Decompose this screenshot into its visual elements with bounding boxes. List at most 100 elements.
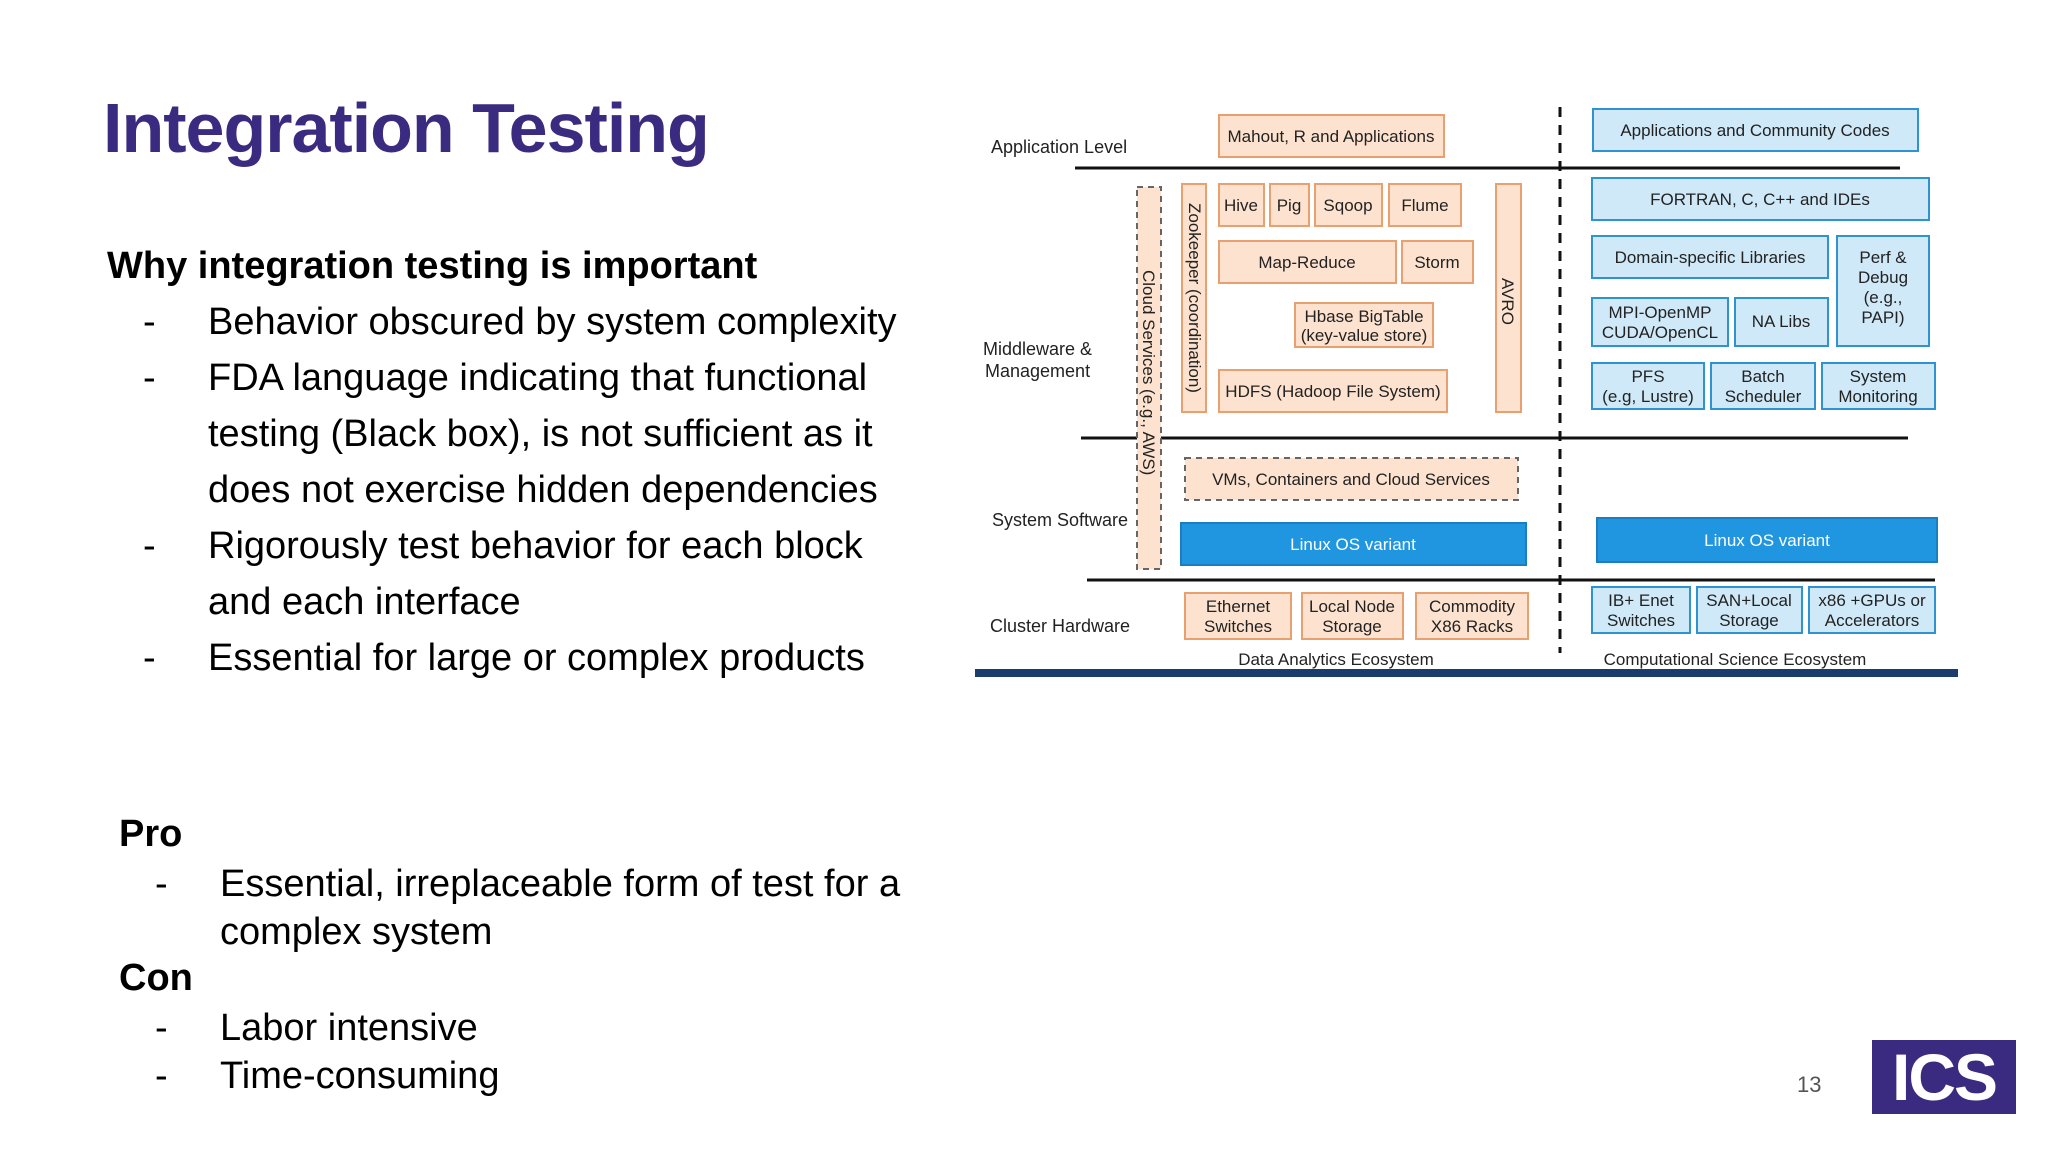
mapreduce-box <box>1218 240 1397 284</box>
perf-debug-box <box>1836 235 1930 347</box>
hbase-box <box>1294 302 1434 348</box>
box-label: Cloud Services (e.g., AWS) <box>1139 270 1158 475</box>
commodity-box <box>1415 592 1529 640</box>
bullet-text: Rigorously test behavior for each block … <box>208 525 863 623</box>
hive-box <box>1218 183 1265 227</box>
bullet-text: Time-consuming <box>220 1055 500 1097</box>
box-label: Pig <box>1277 196 1302 215</box>
level-label: Middleware & <box>983 339 1092 359</box>
box-label: Debug <box>1858 268 1908 287</box>
level-label: Cluster Hardware <box>990 616 1130 636</box>
list-item: -Rigorously test behavior for each block… <box>143 525 863 623</box>
box-label: Storm <box>1414 253 1459 272</box>
box-label: Commodity <box>1429 597 1515 616</box>
x86-gpus-box <box>1808 586 1936 634</box>
box-label: Ethernet <box>1206 597 1271 616</box>
con-heading: Con <box>119 957 193 999</box>
box-label: Zookeeper (coordination) <box>1185 203 1204 393</box>
box-label: Switches <box>1607 611 1675 630</box>
box-label: Hbase BigTable <box>1304 307 1423 326</box>
box-label: Linux OS variant <box>1704 531 1830 550</box>
why-heading: Why integration testing is important <box>107 245 758 287</box>
box-label: Flume <box>1401 196 1448 215</box>
system-monitoring-box <box>1821 362 1936 410</box>
box-label: Mahout, R and Applications <box>1228 127 1435 146</box>
list-item: -Time-consuming <box>155 1055 500 1097</box>
level-label: Management <box>985 361 1090 381</box>
bullet-text: Essential, irreplaceable form of test fo… <box>220 863 901 953</box>
box-label: Applications and Community Codes <box>1620 121 1889 140</box>
sqoop-box <box>1314 183 1383 227</box>
box-label: (key-value store) <box>1301 326 1428 345</box>
bullet-text: Essential for large or complex products <box>208 637 865 679</box>
pro-heading: Pro <box>119 813 183 855</box>
level-label: Application Level <box>991 137 1127 157</box>
box-label: SAN+Local <box>1706 591 1792 610</box>
box-label: Monitoring <box>1838 387 1917 406</box>
pfs-box <box>1591 362 1705 410</box>
ib-enet-box <box>1591 586 1691 634</box>
con-bullet-list: -Labor intensive -Time-consuming <box>115 1004 935 1100</box>
why-bullet-list: -Behavior obscured by system complexity … <box>103 294 923 686</box>
fortran-box <box>1591 177 1930 221</box>
box-label: Scheduler <box>1725 387 1802 406</box>
architecture-diagram: .o { fill:#fde3cf; stroke:#e8a070; strok… <box>975 107 1958 677</box>
box-label: (e.g., <box>1864 288 1903 307</box>
box-label: Domain-specific Libraries <box>1615 248 1806 267</box>
avro-box <box>1495 183 1522 413</box>
pro-bullet-list: -Essential, irreplaceable form of test f… <box>115 860 935 956</box>
linux-left-box <box>1180 522 1527 566</box>
footer-label: Computational Science Ecosystem <box>1604 650 1867 669</box>
mpi-box <box>1591 297 1729 347</box>
slide-title: Integration Testing <box>103 89 710 167</box>
list-item: -Behavior obscured by system complexity <box>143 301 897 343</box>
box-label: System <box>1850 367 1907 386</box>
local-node-box <box>1301 592 1404 640</box>
box-label: Sqoop <box>1323 196 1372 215</box>
box-label: IB+ Enet <box>1608 591 1674 610</box>
box-label: Switches <box>1204 617 1272 636</box>
mahout-box <box>1218 114 1445 158</box>
bullet-text: Labor intensive <box>220 1007 478 1049</box>
zookeeper-box <box>1181 183 1207 413</box>
list-item: -Essential, irreplaceable form of test f… <box>155 863 901 953</box>
san-local-box <box>1696 586 1803 634</box>
list-item: -Labor intensive <box>155 1007 478 1049</box>
na-libs-box <box>1734 297 1829 347</box>
box-label: Storage <box>1719 611 1779 630</box>
list-item: -Essential for large or complex products <box>143 637 865 679</box>
flume-box <box>1388 183 1462 227</box>
box-label: VMs, Containers and Cloud Services <box>1212 470 1490 489</box>
box-label: (e.g, Lustre) <box>1602 387 1694 406</box>
box-label: PFS <box>1631 367 1664 386</box>
storm-box <box>1401 240 1474 284</box>
box-label: Batch <box>1741 367 1784 386</box>
box-label: Perf & <box>1859 248 1907 267</box>
domain-libraries-box <box>1591 235 1829 279</box>
bullet-text: FDA language indicating that functional … <box>208 357 878 511</box>
box-label: Accelerators <box>1825 611 1919 630</box>
batch-scheduler-box <box>1710 362 1816 410</box>
pig-box <box>1269 183 1310 227</box>
list-item: -FDA language indicating that functional… <box>143 357 878 511</box>
box-label: HDFS (Hadoop File System) <box>1225 382 1440 401</box>
box-label: PAPI) <box>1861 308 1904 327</box>
ethernet-box <box>1184 592 1292 640</box>
box-label: Hive <box>1224 196 1258 215</box>
ics-logo: ICS <box>1872 1040 2016 1114</box>
hdfs-box <box>1218 369 1448 413</box>
box-label: Map-Reduce <box>1258 253 1355 272</box>
box-label: CUDA/OpenCL <box>1602 323 1718 342</box>
page-number: 13 <box>1797 1072 1822 1097</box>
box-label: x86 +GPUs or <box>1818 591 1926 610</box>
linux-right-box <box>1596 517 1938 563</box>
box-label: FORTRAN, C, C++ and IDEs <box>1650 190 1870 209</box>
footer-label: Data Analytics Ecosystem <box>1238 650 1434 669</box>
level-label: System Software <box>992 510 1128 530</box>
box-label: AVRO <box>1498 278 1517 325</box>
bottom-bar <box>975 669 1958 677</box>
box-label: NA Libs <box>1752 312 1811 331</box>
box-label: Local Node <box>1309 597 1395 616</box>
box-label: MPI-OpenMP <box>1609 303 1712 322</box>
bullet-text: Behavior obscured by system complexity <box>208 301 897 343</box>
